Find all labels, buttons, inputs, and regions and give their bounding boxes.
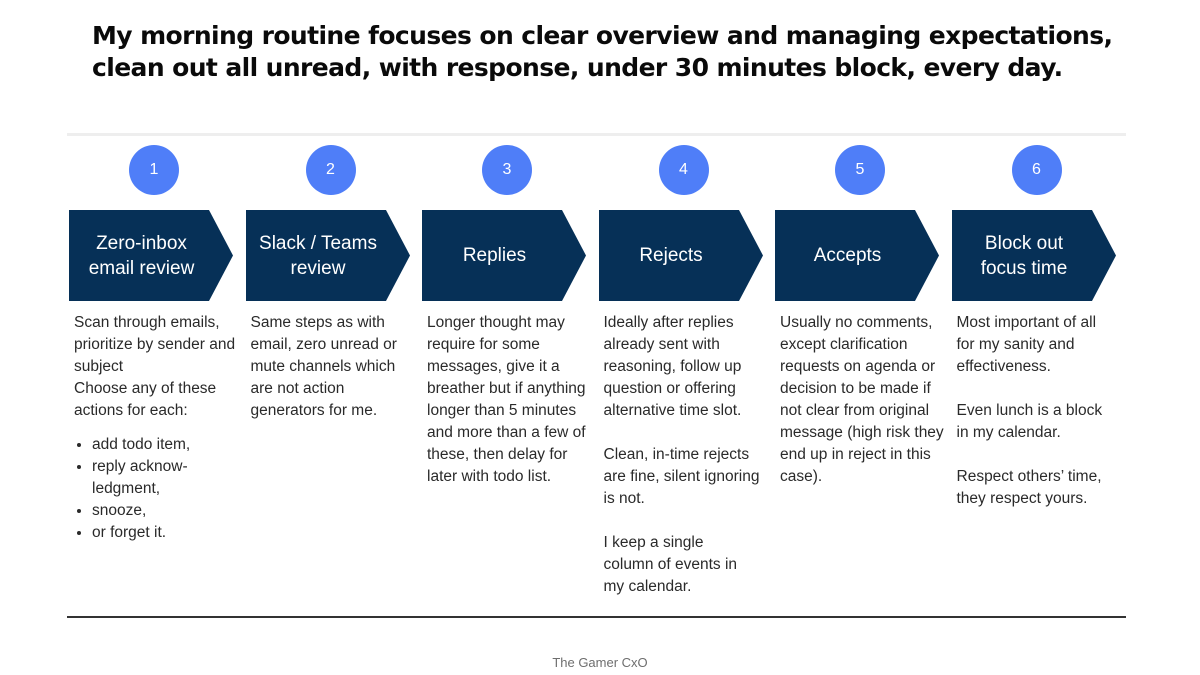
- step-description: Longer thought may require for some mess…: [427, 314, 586, 485]
- step-label: Rejects: [639, 245, 703, 266]
- step-description: Scan through emails, prioritize by sende…: [74, 312, 244, 544]
- step-3: 3 Replies Longer thought may require for…: [422, 0, 598, 600]
- list-item: or forget it.: [92, 522, 244, 544]
- chevron-arrow-icon: [69, 210, 233, 301]
- list-item: snooze,: [92, 500, 244, 522]
- list-item: reply acknow-ledgment,: [92, 456, 192, 500]
- step-4: 4 Rejects Ideally after replies already …: [598, 0, 775, 600]
- step-description: Same steps as with email, zero unread or…: [250, 314, 397, 419]
- step-number-badge: 6: [1011, 145, 1062, 195]
- chevron-arrow-icon: [951, 210, 1116, 301]
- step-number-badge: 3: [482, 145, 532, 195]
- step-number-badge: 1: [129, 145, 179, 195]
- step-chevron: Accepts: [775, 210, 939, 301]
- step-label: Accepts: [813, 245, 882, 266]
- title-line-2: clean out all unread, with response, und…: [92, 53, 1063, 82]
- step-description: Ideally after replies already sent with …: [603, 314, 760, 595]
- step-number-badge: 5: [835, 145, 885, 195]
- footer-brand: The Gamer CxO: [552, 655, 648, 670]
- chevron-arrow-icon: [422, 210, 586, 301]
- action-list: add todo item, reply acknow-ledgment, sn…: [74, 434, 244, 544]
- step-description: Usually no comments, except clarificatio…: [780, 314, 944, 485]
- list-item: add todo item,: [92, 434, 244, 456]
- bottom-divider: [67, 616, 1126, 618]
- chevron-arrow-icon: [775, 210, 939, 301]
- step-chevron: Replies: [422, 210, 586, 301]
- top-divider: [67, 133, 1126, 136]
- step-description: Most important of all for my sanity and …: [956, 314, 1103, 507]
- page-title: My morning routine focuses on clear over…: [92, 20, 1152, 84]
- step-label: Replies: [462, 245, 527, 266]
- chevron-arrow-icon: [245, 210, 410, 301]
- step-number-badge: 4: [658, 145, 709, 195]
- step-5: 5 Accepts Usually no comments, except cl…: [775, 0, 951, 600]
- chevron-arrow-icon: [598, 210, 763, 301]
- step-number-badge: 2: [305, 145, 356, 195]
- step-chevron: Rejects: [598, 210, 763, 301]
- title-line-1: My morning routine focuses on clear over…: [92, 21, 1113, 50]
